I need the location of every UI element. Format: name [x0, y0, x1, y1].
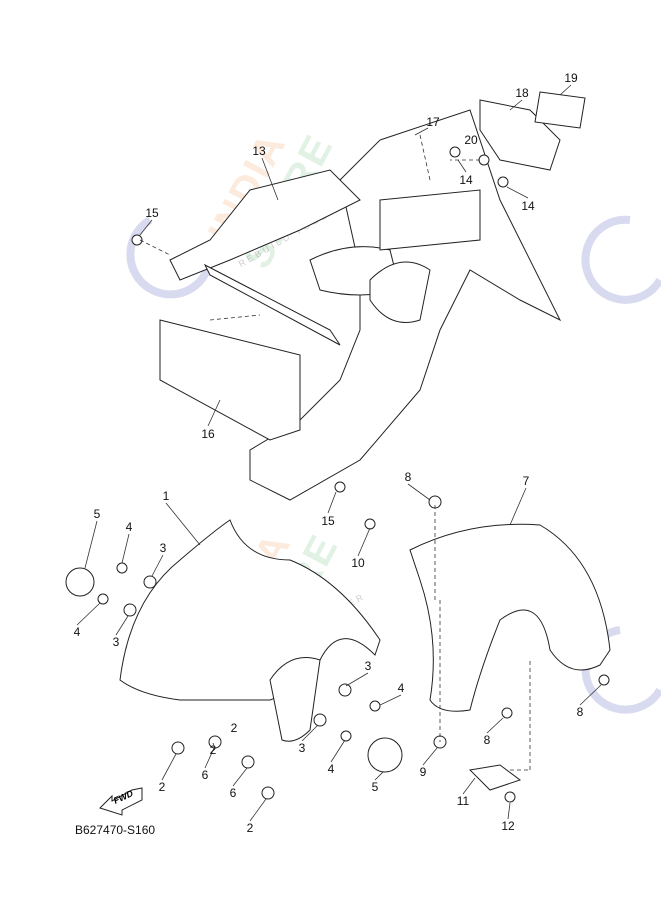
callout-3: 3	[159, 541, 167, 555]
callout-20: 20	[464, 133, 478, 147]
callout-3d: 3	[298, 741, 306, 755]
callout-2d: 2	[246, 821, 254, 835]
callout-3b: 3	[112, 635, 120, 649]
callout-5b: 5	[371, 780, 379, 794]
mudguard-flap	[159, 169, 361, 441]
fwd-arrow: FWD	[98, 782, 148, 823]
rear-inner-fender	[249, 109, 562, 501]
callout-11: 11	[456, 794, 470, 808]
callout-2: 2	[209, 743, 217, 757]
callout-8b: 8	[483, 733, 491, 747]
callout-4d: 4	[327, 762, 335, 776]
license-light	[479, 91, 586, 171]
callout-4b: 4	[73, 625, 81, 639]
callout-6: 6	[201, 768, 209, 782]
callout-8c: 8	[576, 705, 584, 719]
callout-15: 15	[145, 206, 159, 220]
callout-17: 17	[426, 115, 440, 129]
callout-1: 1	[162, 489, 170, 503]
callout-2b: 2	[230, 721, 238, 735]
callout-10: 10	[351, 556, 365, 570]
callout-16: 16	[201, 427, 215, 441]
callout-4: 4	[125, 520, 133, 534]
rear-fender	[409, 523, 611, 712]
callout-5: 5	[93, 507, 101, 521]
callout-9: 9	[419, 765, 427, 779]
callout-3c: 3	[364, 659, 372, 673]
callout-19: 19	[564, 71, 578, 85]
callout-6b: 6	[229, 786, 237, 800]
callout-18: 18	[515, 86, 529, 100]
callout-13: 13	[252, 144, 266, 158]
callout-14: 14	[459, 173, 473, 187]
callout-4c: 4	[397, 681, 405, 695]
side-cover	[269, 657, 321, 742]
leader-lines	[76, 84, 602, 822]
callout-12: 12	[501, 819, 515, 833]
fwd-arrow-icon	[99, 787, 143, 816]
callout-14b: 14	[521, 199, 535, 213]
bolts-and-collars	[65, 146, 610, 803]
callout-15b: 15	[321, 514, 335, 528]
callout-7: 7	[522, 474, 530, 488]
diagram-code: B627470-S160	[75, 823, 156, 837]
callout-8: 8	[404, 470, 412, 484]
dashed-alignment-lines	[139, 134, 531, 771]
callout-2c: 2	[158, 780, 166, 794]
